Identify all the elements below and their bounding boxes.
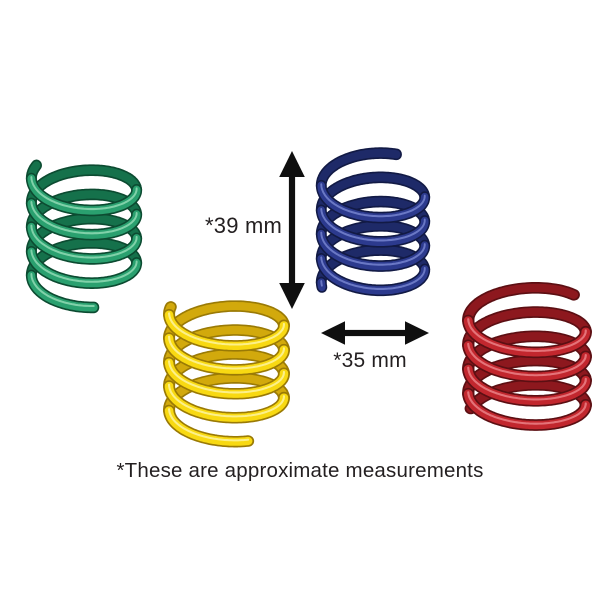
width-arrow-icon	[321, 321, 429, 345]
measurement-disclaimer: *These are approximate measurements	[116, 459, 484, 482]
blue-spring	[314, 144, 432, 316]
width-measurement-label: *35 mm	[333, 349, 407, 372]
red-spring	[460, 277, 594, 449]
green-spring	[24, 143, 144, 315]
height-measurement-label: *39 mm	[205, 213, 282, 238]
height-arrow-icon	[279, 151, 305, 309]
yellow-spring	[161, 280, 292, 450]
